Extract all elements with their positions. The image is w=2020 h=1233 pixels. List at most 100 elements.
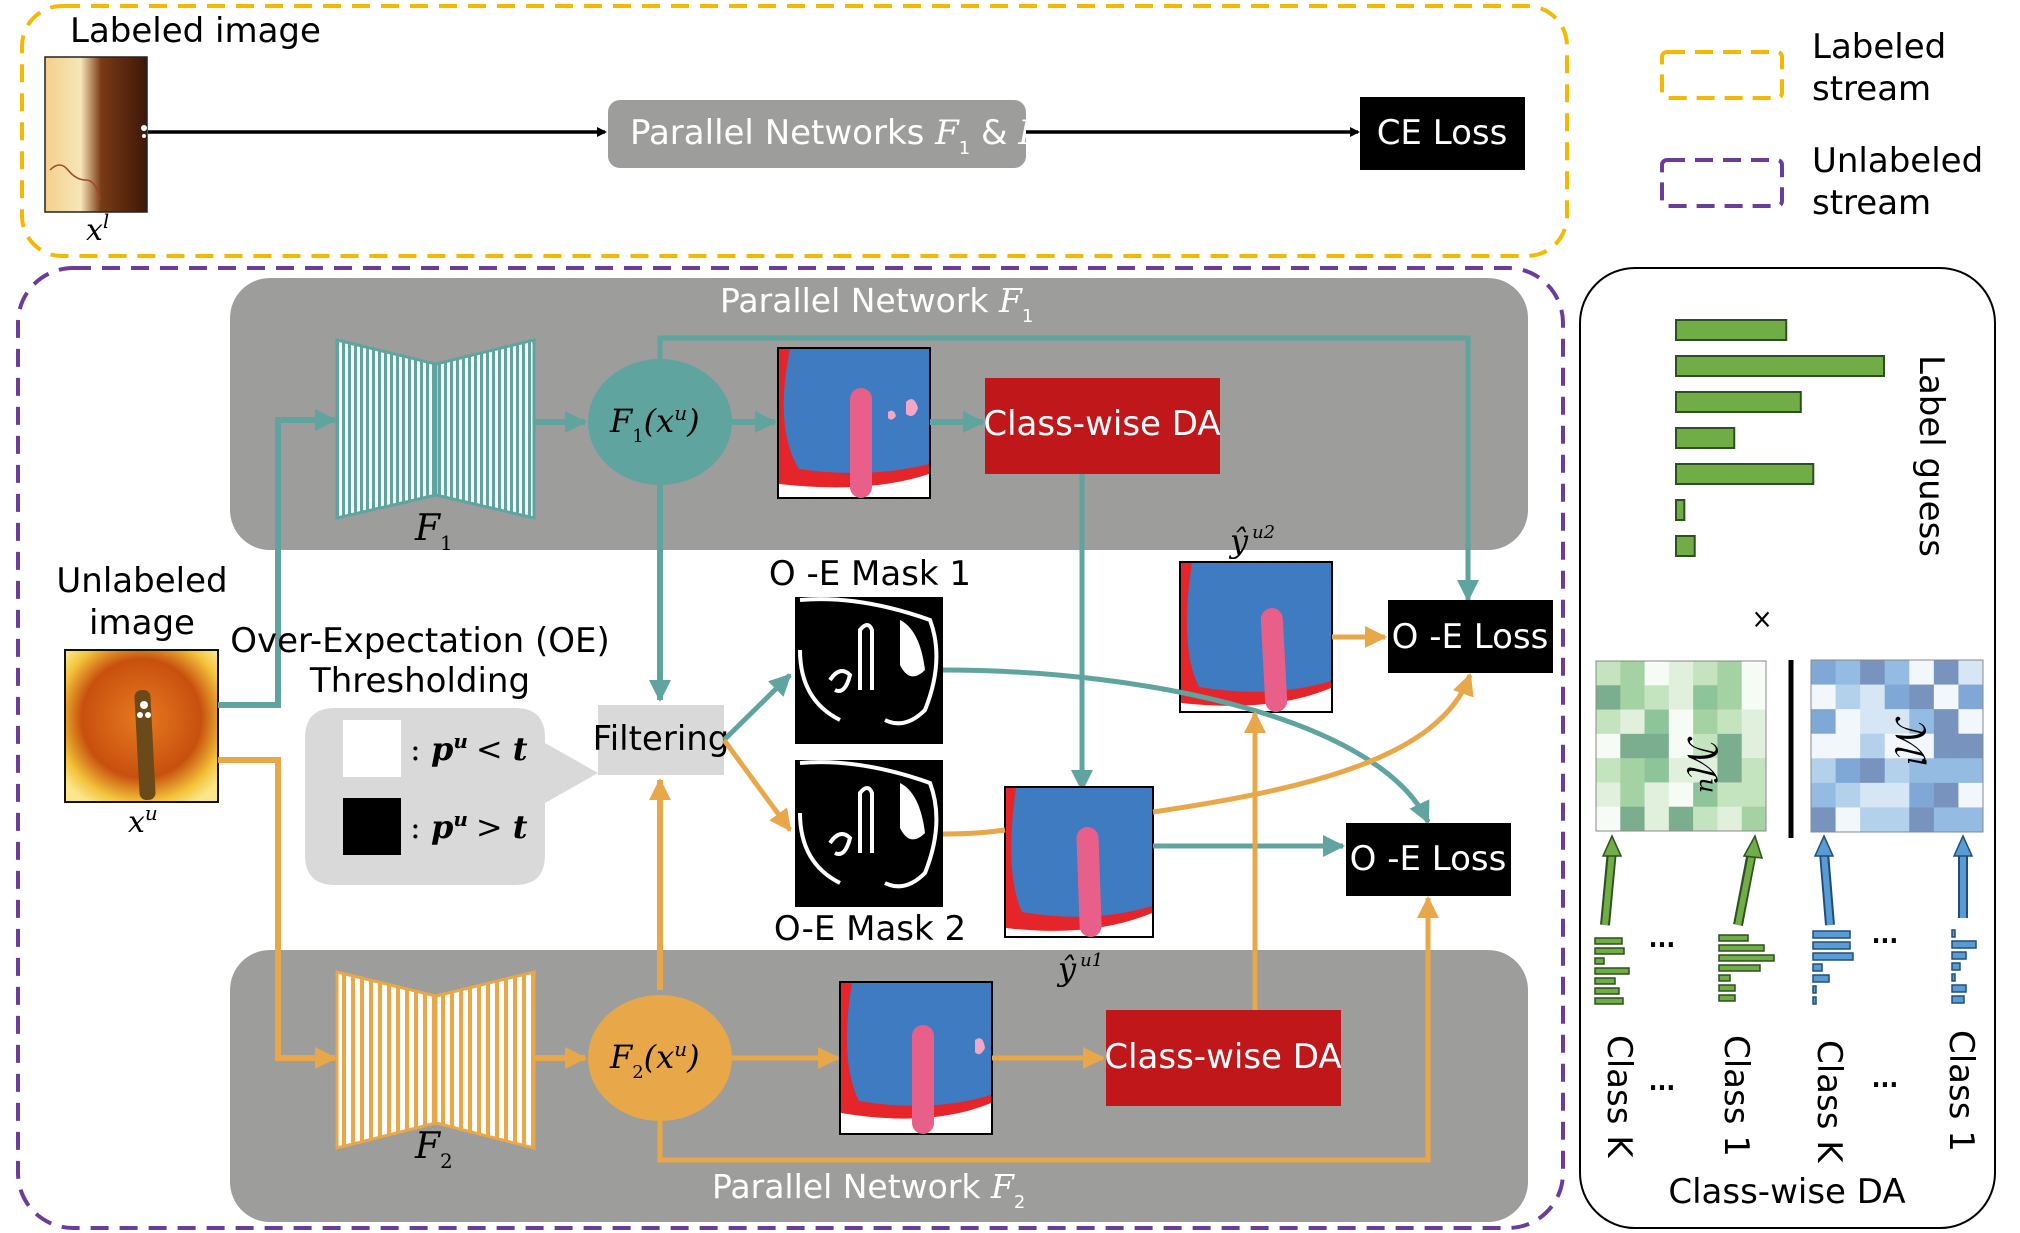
matrix-cell [1668,685,1694,711]
thresholding-title: Over-Expectation (OE)Thresholding [230,621,610,701]
matrix-cell [1860,684,1886,710]
class-label-1-u: Class 1 [1716,1035,1756,1157]
matrix-cell [1620,661,1646,686]
f2-output-label: F2(xu) [609,1037,700,1083]
encoder-f2-icon [335,970,536,1150]
matrix-cell [1933,807,1959,833]
matrix-cell [1811,807,1837,833]
matrix-cell [1909,782,1935,808]
matrix-cell [1717,733,1743,759]
matrix-u-symbol: ℳu [1678,735,1724,793]
arrow-class-k-u-head [1601,834,1623,857]
f2-output-node [588,995,732,1121]
svg-text:O -E Loss: O -E Loss [1392,617,1549,657]
matrix-cell [1958,733,1984,759]
thresholding-callout: : pu<t : pu>t [305,708,598,885]
matrix-cell [1644,806,1670,832]
matrix-cell [1644,758,1670,783]
matrix-cell [1644,782,1670,808]
labeled-image [44,56,148,213]
matrix-cell [1620,782,1646,808]
dots-top-u: ... [1649,924,1676,954]
matrix-cell [1693,782,1718,808]
parallel-network-2-title: Parallel Network F2 [712,1167,1025,1213]
matrix-cell [1958,782,1984,808]
histogram-bar [1951,973,1956,982]
matrix-cell [1933,758,1959,784]
flow-orange-mask2-u1 [942,827,1006,837]
histogram-bar [1951,962,1961,971]
matrix-cell [1620,709,1646,735]
matrix-cell [1596,733,1621,759]
matrix-cell [1741,733,1767,759]
matrix-cell [1811,660,1837,686]
label-guess-bar [1675,391,1802,413]
mask1-label: O -E Mask 1 [769,554,971,594]
matrix-cell [1884,758,1910,784]
class-histograms [1594,929,1977,1005]
matrix-cell [1811,758,1837,784]
matrix-cell [1811,684,1837,710]
matrix-cell [1933,733,1959,759]
histogram-bar [1951,951,1967,960]
matrix-cell [1884,733,1910,759]
matrix-cell [1835,782,1861,808]
histogram-bar [1951,940,1977,949]
flow-orange-input [218,757,337,1069]
flow-orange-bottom [657,896,1439,1163]
matrix-border [1595,660,1767,832]
arrow-class-1-u-head [1742,834,1764,859]
matrix-cell [1741,685,1767,711]
segmentation-map-f1 [777,347,931,499]
svg-text:Class-wise DA: Class-wise DA [983,404,1220,444]
matrix-cell [1717,685,1743,711]
histogram-bar [1594,997,1624,1005]
matrix-cell [1933,660,1959,686]
ce-loss-box: CE Loss [1360,97,1525,170]
svg-text:Parallel Networks F1 & F2: Parallel Networks F1 & F2 [630,113,1053,159]
matrix-cell [1909,807,1935,833]
svg-text:Filtering: Filtering [593,719,730,759]
matrix-cell [1741,709,1767,735]
histogram-bar [1594,987,1620,995]
confusion-matrix-labeled [1810,659,1984,833]
histogram-bar [1594,937,1623,945]
f1-output-label: F1(xu) [609,401,700,447]
matrix-cell [1644,661,1670,686]
arrow-class-1-l-head [1952,834,1974,857]
matrix-cell [1958,709,1984,735]
segmentation-map-f2 [839,981,993,1135]
legend-labeled-swatch [1660,50,1784,100]
matrix-cell [1909,758,1935,784]
matrix-cell [1668,782,1694,808]
matrix-cell [1717,661,1743,686]
matrix-cell [1860,660,1886,686]
oe-mask-2 [795,760,943,907]
unlabeled-stream-frame [16,266,1565,1230]
matrix-cell [1933,782,1959,808]
matrix-cell [1620,685,1646,711]
histogram-bar [1812,996,1817,1005]
dots-bottom-u: ... [1649,1067,1676,1097]
matrix-cell [1860,733,1886,759]
matrix-cell [1596,758,1621,783]
label-guess-title: Label guess [1911,355,1951,557]
label-guess-bar [1675,319,1788,341]
matrix-cell [1933,709,1959,735]
matrix-cell [1958,660,1984,686]
histogram-bar [1594,967,1630,975]
matrix-cell [1717,709,1743,735]
times-symbol: × [1751,602,1772,635]
class-wise-da-panel [1579,267,1996,1229]
arrow-class-k-l-fill [1821,853,1833,926]
legend-unlabeled-swatch [1660,158,1784,208]
histogram-bar [1951,929,1956,938]
confusion-matrix-unlabeled [1595,660,1767,832]
dots-top-l: ... [1872,920,1899,950]
matrix-cell [1884,807,1910,833]
rule-white: : pu<t [410,729,528,768]
matrix-cell [1596,661,1621,686]
rule-black: : pu>t [410,807,528,846]
